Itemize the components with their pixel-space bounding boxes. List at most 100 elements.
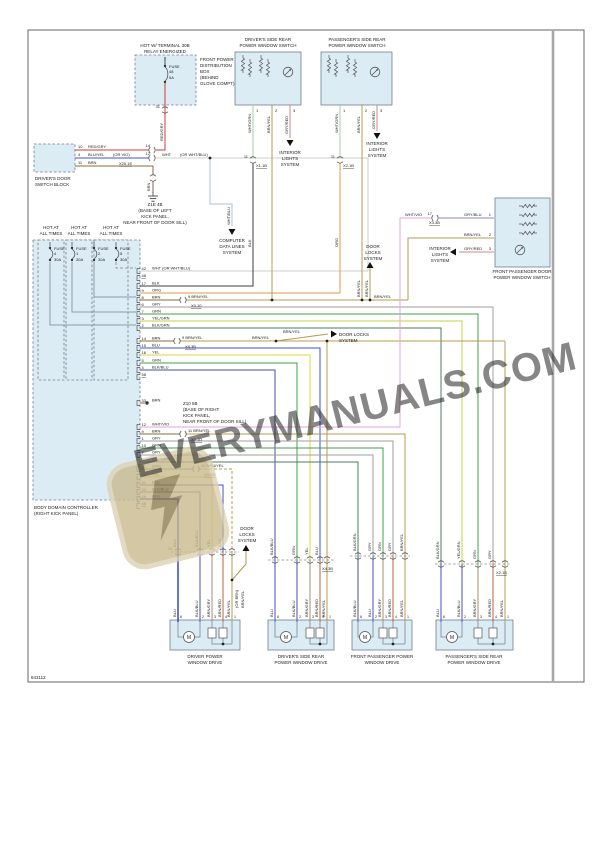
controller-pin-bracket	[136, 431, 140, 437]
system-arrow-icon	[286, 140, 294, 146]
controller-pin-bracket	[136, 352, 140, 358]
fuse-box-3	[93, 239, 129, 381]
fuse-icon	[70, 258, 74, 262]
label: 12	[146, 151, 151, 156]
label: FUSE	[76, 246, 87, 251]
label: INTERIOR	[429, 246, 451, 251]
controller-pin-bracket	[136, 374, 140, 380]
label: WHT/VIO	[405, 212, 422, 217]
wire-int	[115, 262, 136, 269]
drive-module-square	[315, 627, 325, 639]
controller-pin-wire-label: YEL/GRN	[152, 316, 170, 321]
connector-half-icon	[306, 556, 314, 559]
system-arrow-icon	[331, 330, 337, 338]
label: BRN/YEL	[321, 599, 326, 617]
label: 1	[507, 615, 509, 619]
connector-half-icon	[379, 552, 387, 555]
label: 30A	[54, 257, 61, 262]
label: BLU/YEL	[88, 152, 105, 157]
label: BRN/YEL	[226, 599, 231, 617]
connector-half-icon	[379, 557, 387, 560]
inline-connector-icon	[149, 179, 157, 182]
wire-gry	[140, 306, 494, 564]
label: 3	[293, 108, 296, 113]
connector-half-icon	[228, 553, 236, 556]
controller-pin-bracket	[136, 318, 140, 324]
front-passenger-door-power-window-switch	[494, 197, 551, 268]
controller-pin-number: 48	[142, 273, 147, 278]
label: BRN/GRY	[472, 599, 477, 617]
controller-pin-number: 6	[142, 302, 145, 307]
wire-int	[291, 622, 298, 638]
controller-pin-wire-label: ORG	[152, 288, 161, 293]
label: GRY	[367, 542, 372, 551]
led-icon	[520, 247, 523, 250]
label: GRY	[387, 542, 392, 551]
label: 10	[78, 144, 83, 149]
controller-pin-wire-label: WHT (OR WHT/BLU)	[152, 266, 191, 271]
motor-symbol-letter: M	[363, 635, 367, 641]
wire-grn	[140, 362, 298, 560]
connector-half-icon	[437, 565, 445, 568]
label: BLK/BLU	[456, 600, 461, 617]
label: RED/GRY	[159, 123, 164, 141]
label: (BEHIND	[200, 75, 219, 80]
inline-connector-icon	[173, 337, 176, 345]
label: SYSTEM	[339, 338, 358, 343]
label: NEAR FRONT OF DOOR SILL)	[183, 419, 247, 424]
resistor-zigzag-icon	[265, 59, 271, 77]
connector-half-icon	[354, 552, 362, 555]
controller-pin-bracket	[136, 304, 140, 310]
wire-blkgrn	[140, 327, 442, 564]
label: 3	[380, 108, 383, 113]
resistor-zigzag-icon	[333, 59, 339, 77]
label: 3	[312, 615, 314, 619]
label: 3	[385, 615, 387, 619]
resistor-zigzag-icon	[326, 55, 332, 73]
controller-pin-number: 4	[142, 365, 145, 370]
wire-blkblu	[140, 369, 276, 560]
label: DOOR	[240, 526, 254, 531]
label: 4	[225, 615, 227, 619]
label: POWER WINDOW DRIVE	[275, 660, 328, 665]
inline-connector-icon	[179, 430, 182, 438]
label: BLU	[269, 609, 274, 617]
controller-pin-bracket	[136, 424, 140, 430]
controller-pin-bracket	[136, 452, 140, 458]
controller-pin-bracket	[136, 268, 140, 274]
label: 2	[275, 108, 278, 113]
label: BRN/YEL	[283, 329, 301, 334]
label: FUSE	[120, 246, 131, 251]
connector-half-icon	[323, 556, 331, 559]
wire-blk	[140, 163, 254, 287]
fuse-icon	[92, 258, 96, 262]
label: 11 BRN/YEL	[188, 428, 211, 433]
wire-int	[49, 262, 136, 326]
resistor-zigzag-icon	[345, 55, 351, 73]
led-icon	[375, 69, 378, 72]
connector-half-icon	[293, 561, 301, 564]
wire-red	[156, 82, 166, 151]
junction-dot	[274, 339, 278, 343]
ground-icon	[145, 401, 149, 405]
inline-connector-icon	[249, 156, 257, 159]
system-arrow-icon	[373, 133, 381, 139]
label: WHT/BLU	[226, 207, 231, 225]
inline-connector-icon	[153, 146, 156, 154]
label: Z1E 4B	[147, 202, 162, 207]
drive-module-square	[388, 627, 398, 639]
label: DISTRIBUTION	[200, 63, 232, 68]
label: 4	[78, 152, 81, 157]
connector-half-icon	[389, 552, 397, 555]
diagram-border	[27, 29, 585, 683]
layer-boxes	[32, 51, 551, 651]
wire-int	[194, 622, 201, 638]
motor-symbol-letter: M	[187, 635, 191, 641]
controller-pin-wire-label: GRN	[152, 358, 161, 363]
label: BRN/YEL	[374, 294, 392, 299]
connector-half-icon	[323, 561, 331, 564]
label: X8.3B	[185, 344, 196, 349]
drive-module-square	[378, 627, 388, 639]
label: SYSTEM	[368, 153, 387, 158]
